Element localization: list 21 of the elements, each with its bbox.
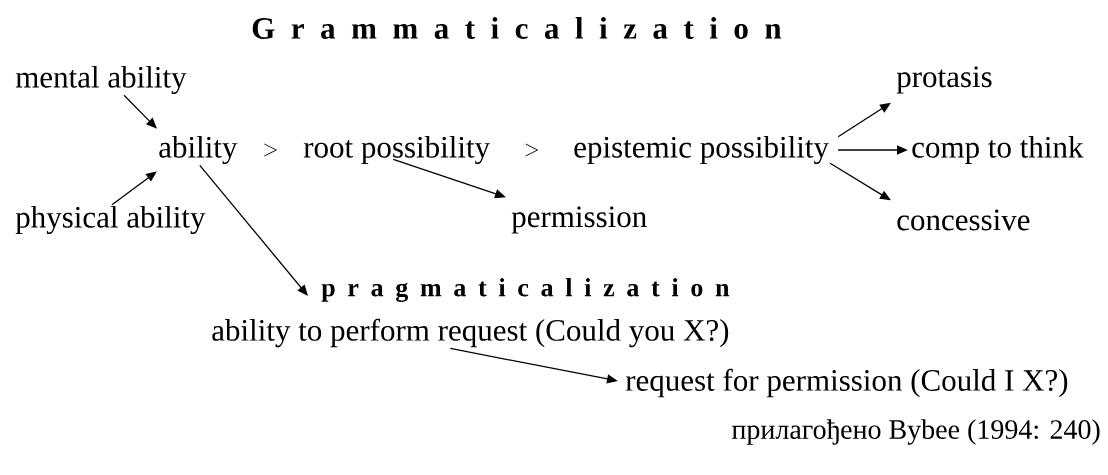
term-text: root possibility — [303, 135, 490, 165]
arrow — [829, 162, 891, 201]
arrow — [199, 164, 308, 296]
title: G r a m m a t i c a l i z a t i o n — [252, 17, 782, 39]
section-heading: p r a g m a t i c a l i z a t i o n — [321, 278, 730, 302]
term-text: protasis — [896, 66, 992, 94]
term-text: concessive — [897, 209, 1030, 231]
term-text: comp to think — [912, 135, 1084, 165]
chevron — [525, 143, 539, 157]
term-text: ability to perform request (Could you X?) — [212, 318, 729, 348]
term-text: ability — [159, 135, 238, 165]
term-text: permission — [511, 206, 647, 234]
chevron — [263, 143, 277, 157]
term-text: epistemic possibility — [574, 135, 829, 165]
term-text: physical ability — [15, 205, 206, 235]
term-text: request for permission (Could I X?) — [625, 368, 1068, 398]
term-text: mental ability — [15, 65, 187, 95]
arrow — [123, 94, 157, 129]
source-note: прилагођено Bybee (1994: 240) — [731, 419, 1100, 445]
arrow — [392, 158, 506, 199]
arrow — [111, 171, 157, 206]
